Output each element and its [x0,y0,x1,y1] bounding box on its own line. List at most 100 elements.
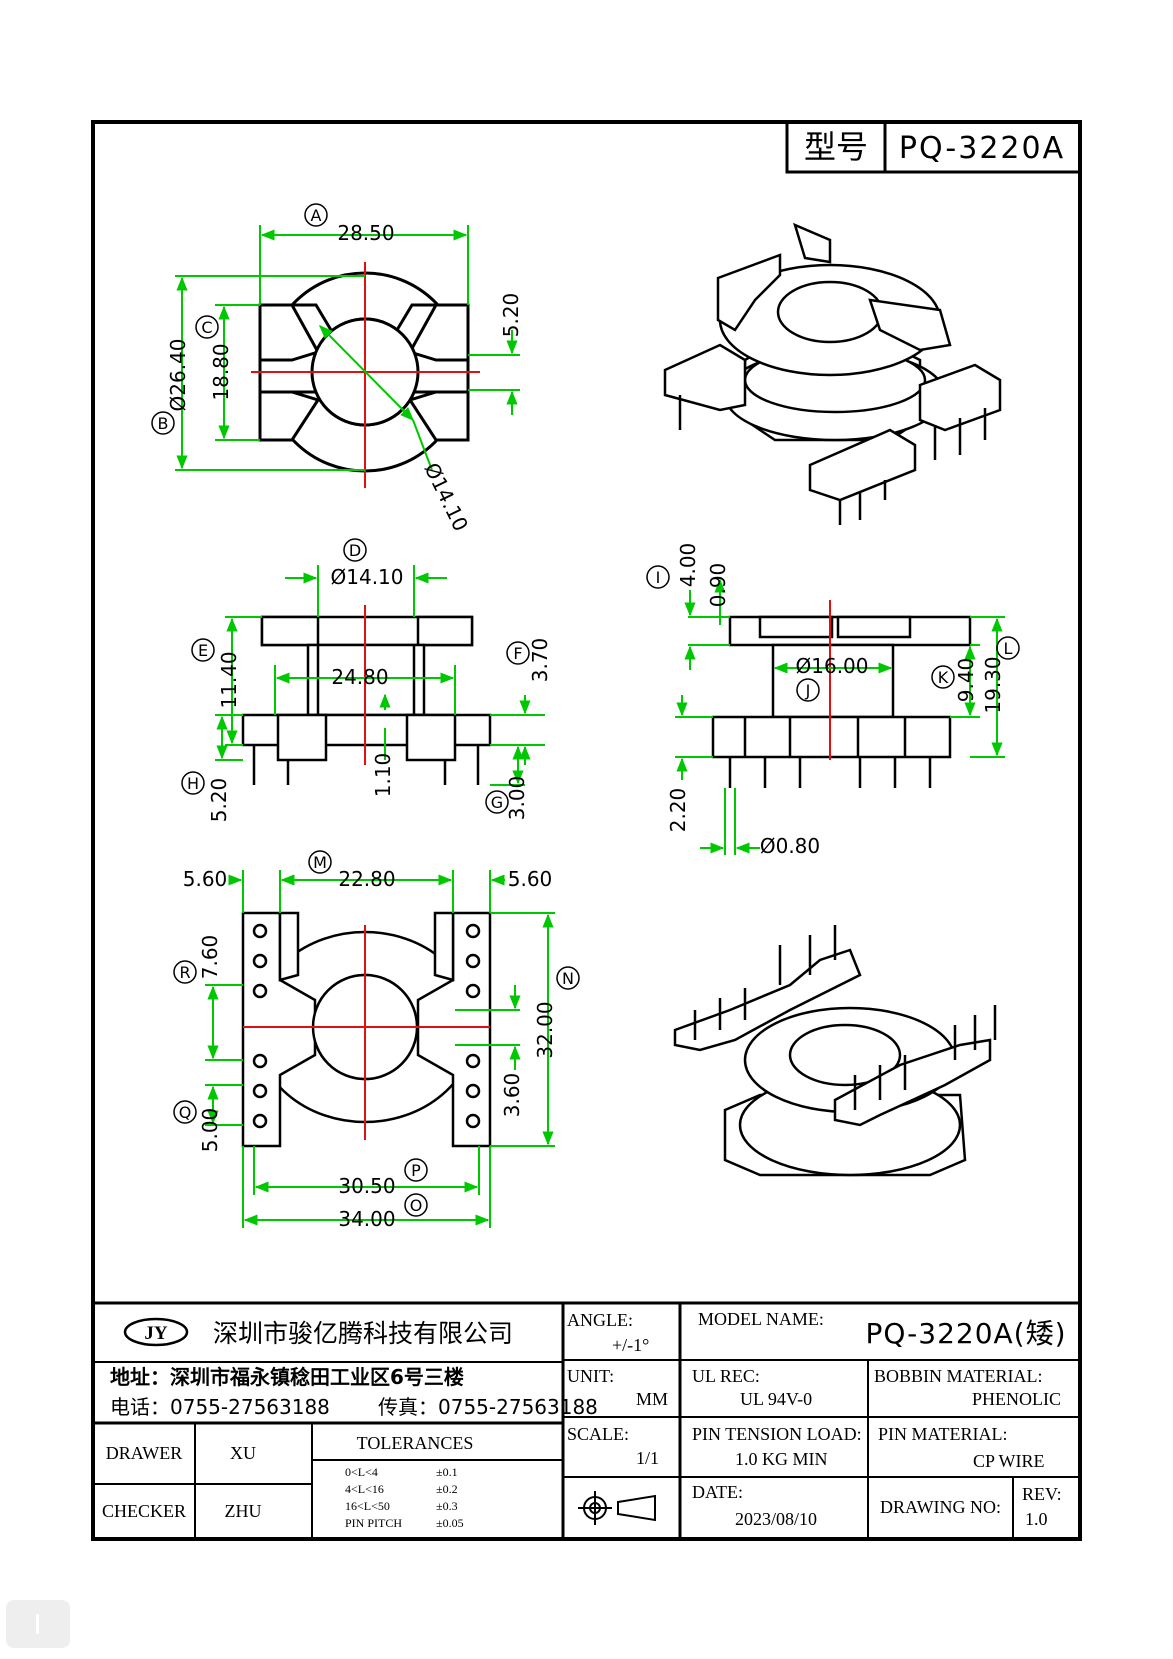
dim-side-9-40: 9.40 [954,658,978,703]
dim-bottom-7-60: 7.60 [198,935,222,980]
marker-k: K [938,668,949,687]
iso-view-bottom [673,925,997,1177]
side-view-dim-text: 4.00 0.90 Ø16.00 9.40 19.30 2.20 Ø0.80 [666,543,1005,858]
viewer-page-button[interactable] [6,1600,70,1648]
tolerance-range: 16<L<50 [345,1499,390,1513]
dim-bottom-34-00: 34.00 [338,1207,395,1231]
drawer-label: DRAWER [106,1443,183,1463]
date-label: DATE: [692,1482,743,1502]
dim-front-3-00: 3.00 [505,776,529,821]
dim-front-5-20: 5.20 [207,778,231,823]
marker-o: O [410,1196,423,1215]
title-block-text: JY 深圳市骏亿腾科技有限公司 地址：深圳市福永镇稔田工业区6号三楼 电话：07… [102,1309,1066,1530]
title-block [93,1301,1080,1539]
marker-i: I [656,568,661,587]
company-fax: 传真：0755-27563188 [378,1395,598,1419]
ul-rec-label: UL REC: [692,1366,760,1386]
angle-label: ANGLE: [567,1310,633,1330]
bottom-view-dim-text: 5.60 22.80 5.60 7.60 32.00 3.60 5.00 30.… [183,867,557,1231]
dim-side-19-30: 19.30 [981,656,1005,713]
marker-n: N [562,969,574,988]
company-address: 地址：深圳市福永镇稔田工业区6号三楼 [110,1365,464,1389]
rev-value: 1.0 [1025,1509,1048,1529]
dim-top-28-50: 28.50 [337,221,394,245]
dim-bottom-5-60-right: 5.60 [508,867,553,891]
marker-c: C [201,318,212,337]
marker-g: G [491,793,503,812]
dim-side-dia-0-80: Ø0.80 [760,834,820,858]
dim-front-11-40: 11.40 [217,651,241,708]
front-view-dim-text: Ø14.10 24.80 11.40 3.70 1.10 3.00 5.20 [207,565,552,822]
tolerances-title: TOLERANCES [357,1433,474,1453]
tolerance-range: 0<L<4 [345,1465,378,1479]
checker-label: CHECKER [102,1501,186,1521]
date-value: 2023/08/10 [735,1509,817,1529]
marker-p: P [411,1161,421,1180]
marker-h: H [187,774,199,793]
drawing-border [91,120,1082,1541]
model-header-box: 型号 PQ-3220A [785,120,1082,174]
front-view-dimensions [215,565,545,786]
dim-bottom-32-00: 32.00 [533,1001,557,1058]
dim-top-18-80: 18.80 [209,343,233,400]
dim-front-1-10: 1.10 [371,753,395,798]
dim-bottom-5-60-left: 5.60 [183,867,228,891]
top-view-dim-text: 28.50 Ø26.40 18.80 5.20 Ø14.10 [166,221,523,535]
tolerance-range: PIN PITCH [345,1516,402,1530]
pin-tension-value: 1.0 KG MIN [735,1449,828,1469]
tolerance-value: ±0.2 [436,1482,458,1496]
dim-bottom-22-80: 22.80 [338,867,395,891]
company-phone: 电话：0755-27563188 [110,1395,330,1419]
side-view [711,615,972,788]
angle-value: +/-1° [612,1335,649,1355]
scale-value: 1/1 [636,1448,659,1468]
drawing-no-label: DRAWING NO: [880,1497,1001,1517]
pin-material-label: PIN MATERIAL: [878,1424,1008,1444]
tolerance-table: 0<L<4 ±0.1 4<L<16 ±0.2 16<L<50 ±0.3 PIN … [345,1465,464,1530]
page-indicator-icon [36,1614,39,1634]
dim-front-24-80: 24.80 [331,665,388,689]
top-view-markers: A B C [151,203,328,435]
tolerance-value: ±0.1 [436,1465,458,1479]
front-view [241,615,492,785]
rev-label: REV: [1022,1484,1062,1504]
bottom-view-markers: M N O P Q R [173,850,580,1217]
company-name: 深圳市骏亿腾科技有限公司 [213,1319,513,1348]
bottom-view [241,911,492,1148]
marker-j: J [805,681,811,700]
pin-tension-label: PIN TENSION LOAD: [692,1424,862,1444]
unit-label: UNIT: [567,1366,614,1386]
marker-f: F [513,644,522,663]
model-header-label: 型号 [804,128,868,166]
model-name-value: PQ-3220A(矮) [865,1317,1066,1350]
checker-value: ZHU [225,1501,262,1521]
marker-l: L [1004,639,1013,658]
marker-b: B [158,414,169,433]
dim-front-dia-14-10: Ø14.10 [331,565,404,589]
company-logo [123,1317,189,1347]
company-logo-text: JY [144,1323,168,1344]
dim-side-4-00: 4.00 [676,543,700,588]
tolerance-value: ±0.05 [436,1516,464,1530]
dim-top-5-20: 5.20 [499,293,523,338]
marker-d: D [349,541,361,560]
marker-r: R [179,963,190,982]
model-header-value: PQ-3220A [899,131,1065,166]
unit-value: MM [636,1389,668,1409]
model-name-label: MODEL NAME: [698,1309,824,1329]
front-view-markers: D E F G H [181,538,530,814]
marker-m: M [313,853,327,872]
side-view-dimensions [675,578,1005,855]
dim-top-dia-26-40: Ø26.40 [166,339,190,412]
marker-e: E [198,641,208,660]
dim-side-dia-16-00: Ø16.00 [796,654,869,678]
dim-top-dia-14-10: Ø14.10 [420,459,474,535]
iso-view-top [663,222,1002,525]
dim-bottom-5-00: 5.00 [198,1108,222,1153]
dim-front-3-70: 3.70 [528,638,552,683]
dim-bottom-3-60: 3.60 [500,1073,524,1118]
bobbin-material-label: BOBBIN MATERIAL: [874,1366,1043,1386]
bobbin-material-value: PHENOLIC [972,1389,1061,1409]
top-view-dimensions [175,225,520,471]
